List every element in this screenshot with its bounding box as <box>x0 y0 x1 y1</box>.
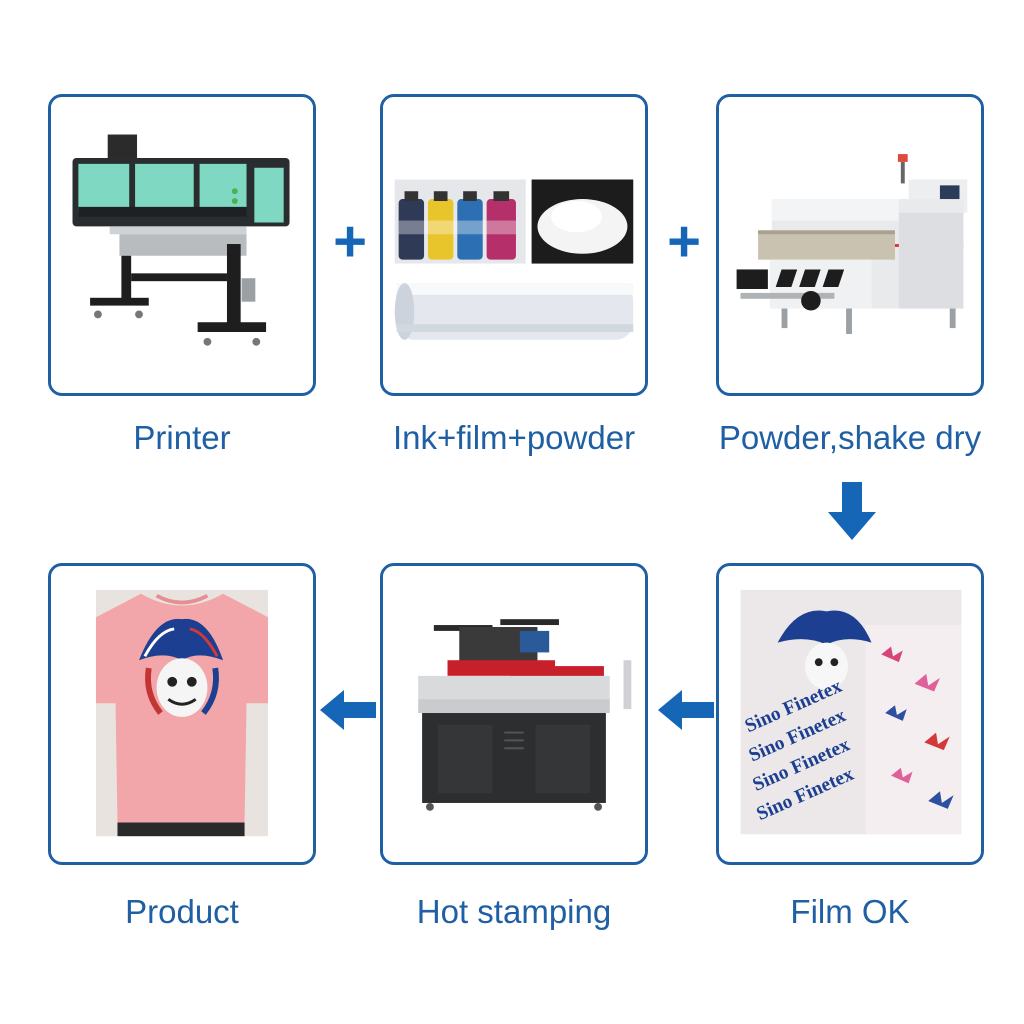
plus-icon: + <box>333 209 367 274</box>
heat-press-icon <box>383 566 645 862</box>
step-label-supplies: Ink+film+powder <box>392 419 636 456</box>
step-card-stamping <box>380 563 648 865</box>
arrow-left-icon <box>658 690 714 730</box>
step-card-film: Sino Finetex Sino Finetex Sino Finetex S… <box>716 563 984 865</box>
arrow-left-icon <box>320 690 376 730</box>
step-label-stamping: Hot stamping <box>416 893 612 930</box>
step-label-product: Product <box>125 893 239 930</box>
step-label-shaker: Powder,shake dry <box>718 419 982 456</box>
ink-film-powder-icon <box>383 97 645 393</box>
step-label-film: Film OK <box>790 893 910 930</box>
dtf-printer-icon <box>51 97 313 393</box>
step-card-shaker <box>716 94 984 396</box>
step-label-printer: Printer <box>133 419 231 456</box>
powder-shaker-icon <box>719 97 981 393</box>
printed-film-icon: Sino Finetex Sino Finetex Sino Finetex S… <box>719 566 981 862</box>
step-card-product <box>48 563 316 865</box>
tshirt-icon <box>51 566 313 862</box>
arrow-down-icon <box>828 482 876 540</box>
step-card-printer <box>48 94 316 396</box>
step-card-supplies <box>380 94 648 396</box>
plus-icon: + <box>667 209 701 274</box>
